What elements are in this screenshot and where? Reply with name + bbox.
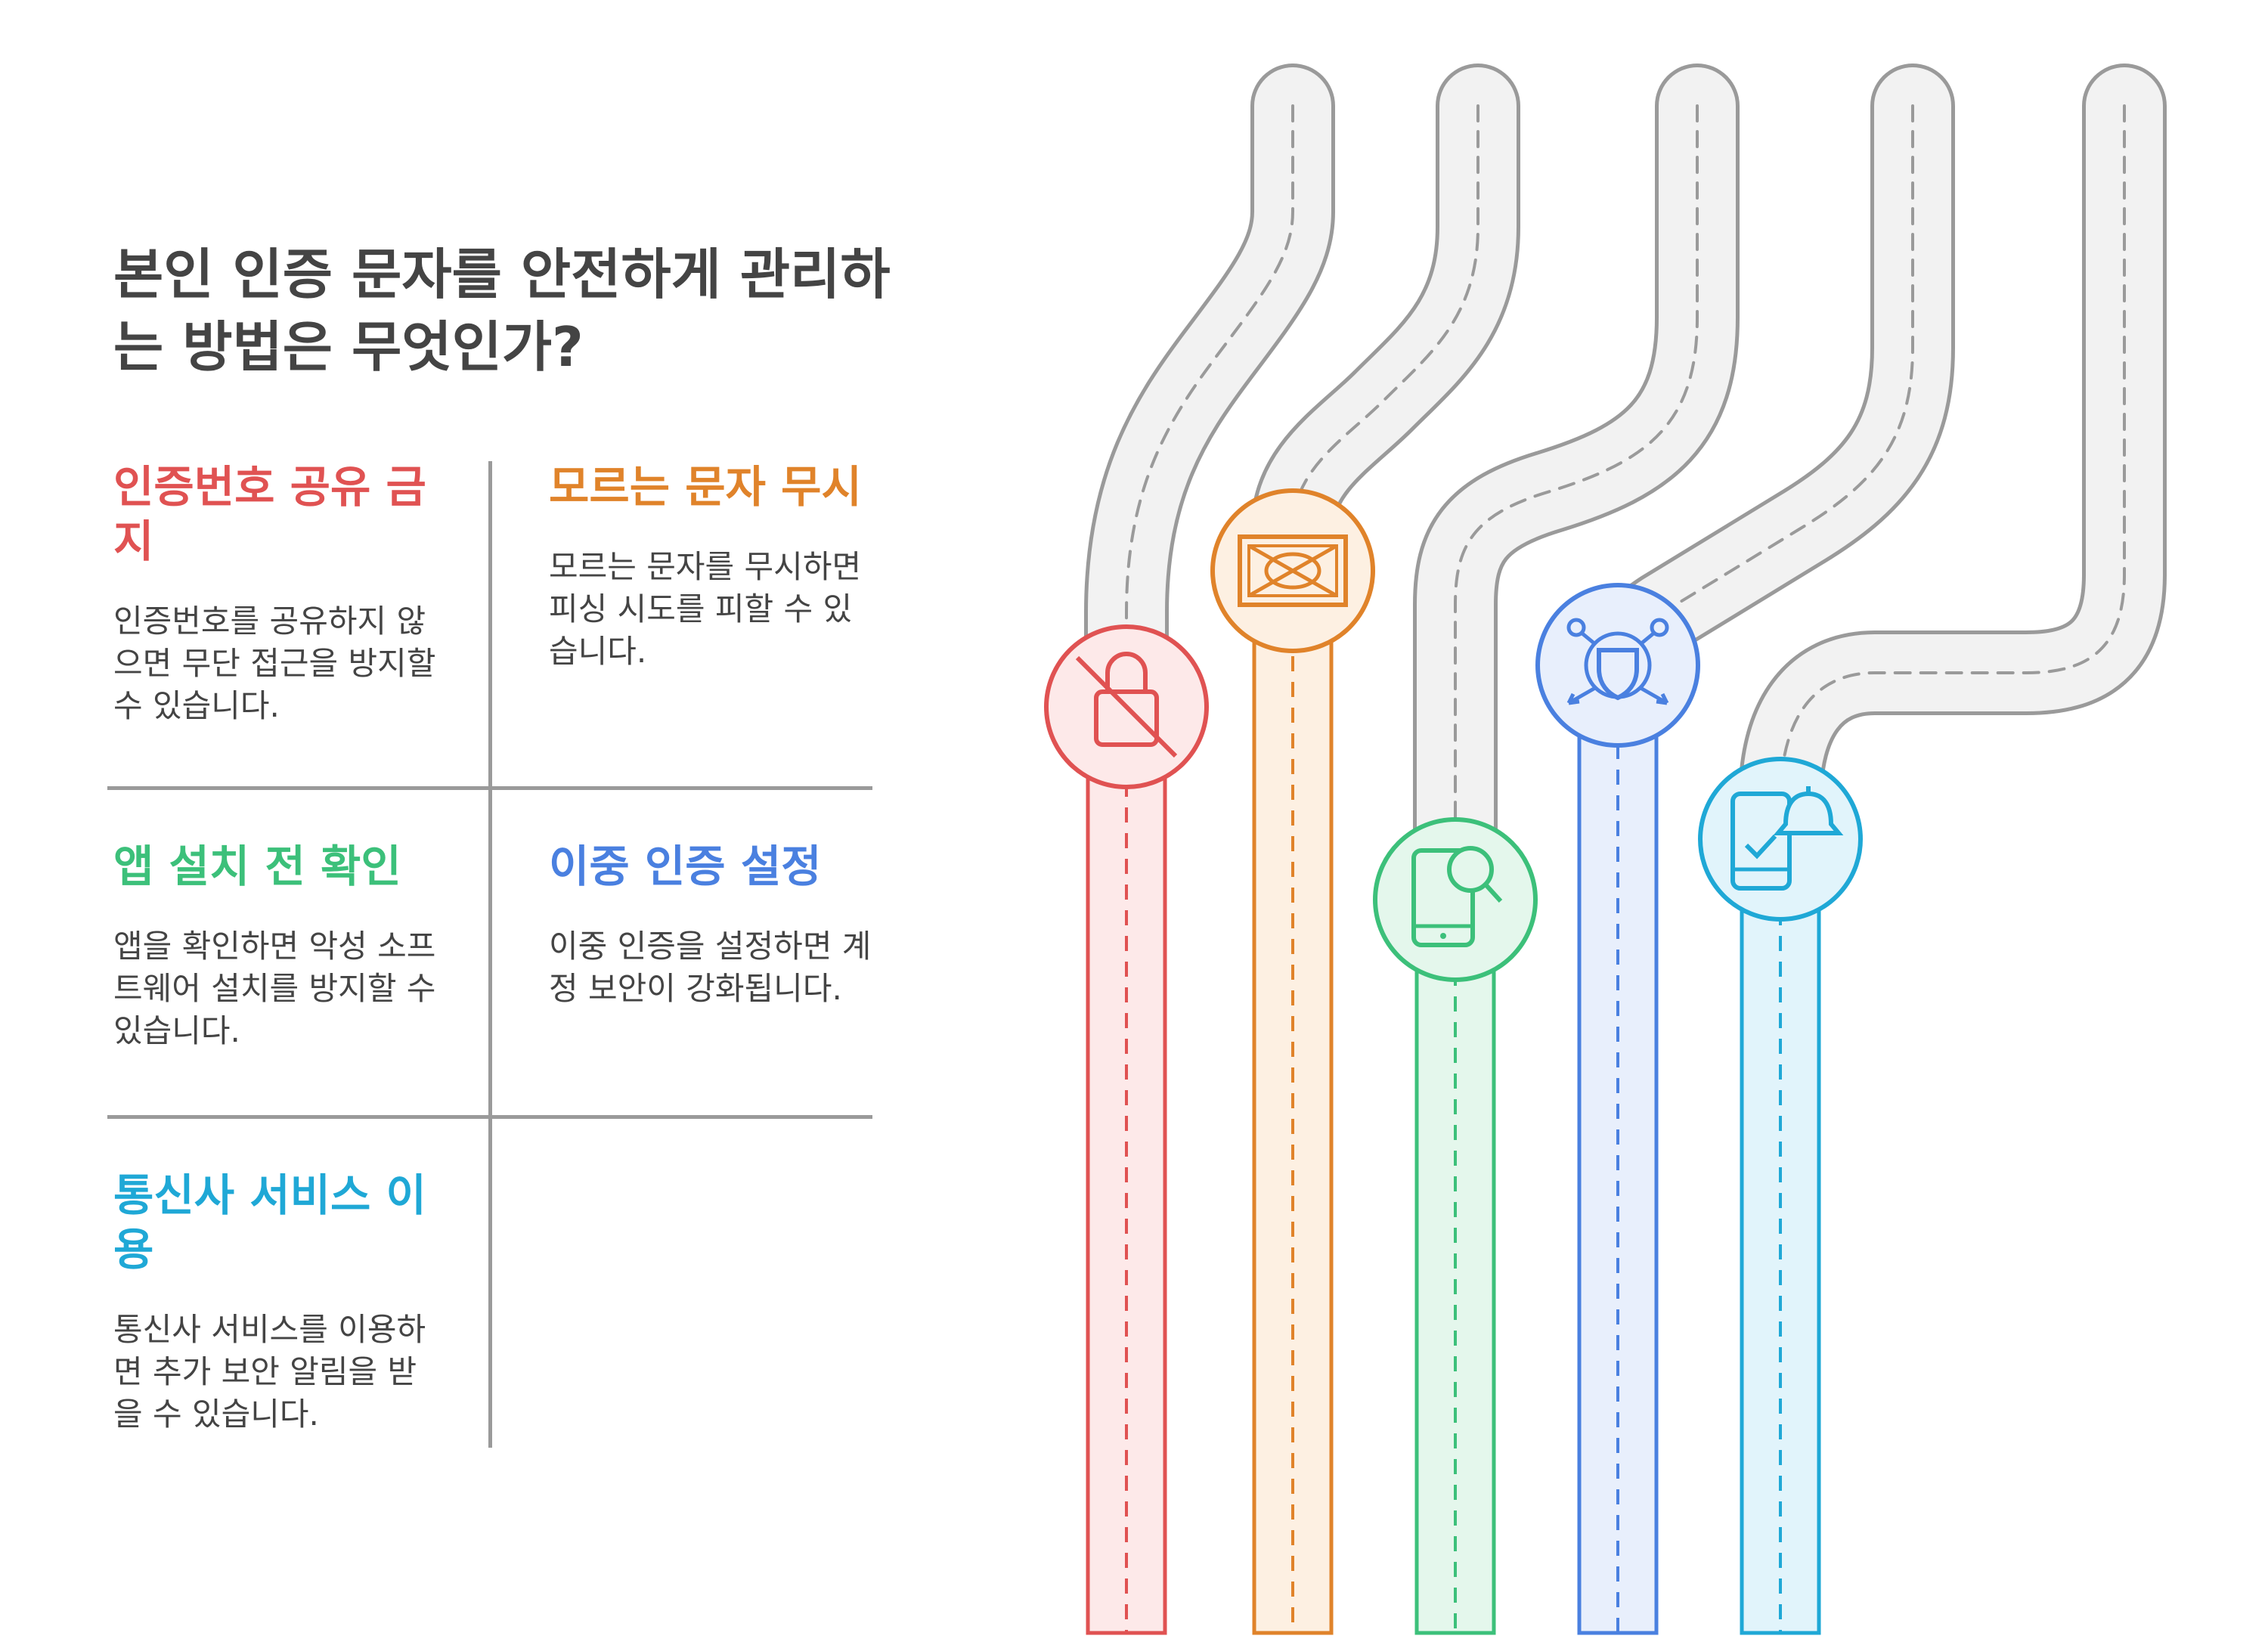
- lane-orange: [1252, 603, 1334, 1635]
- tip-text: 인증번호를 공유하지 않으면 무단 접근을 방지할 수 있습니다.: [113, 603, 436, 724]
- grid-divider-horizontal-2: [107, 1115, 872, 1119]
- grid-divider-vertical: [488, 461, 492, 1448]
- tip-heading: 앱 설치 전 확인: [113, 841, 401, 892]
- tip-heading: 통신사 서비스 이용: [113, 1170, 426, 1275]
- tip-card-ignore: 모르는 문자 무시 모르는 문자를 무시하면 피싱 시도를 피할 수 있습니다.: [549, 460, 874, 673]
- no-lock-icon: [1044, 624, 1209, 789]
- tip-card-carrier: 통신사 서비스 이용 통신사 서비스를 이용하면 추가 보안 알림을 받을 수 …: [113, 1168, 438, 1436]
- shield-network-icon: [1535, 583, 1700, 748]
- tip-heading: 이중 인증 설정: [549, 841, 822, 892]
- tip-card-app-check: 앱 설치 전 확인 앱을 확인하면 악성 소프트웨어 설치를 방지할 수 있습니…: [113, 839, 438, 1052]
- tip-card-2fa: 이중 인증 설정 이중 인증을 설정하면 계정 보안이 강화됩니다.: [549, 839, 874, 1010]
- tip-text: 이중 인증을 설정하면 계정 보안이 강화됩니다.: [549, 928, 872, 1007]
- lane-red: [1086, 754, 1167, 1635]
- tip-text: 모르는 문자를 무시하면 피싱 시도를 피할 수 있습니다.: [549, 548, 862, 670]
- tip-text: 앱을 확인하면 악성 소프트웨어 설치를 방지할 수 있습니다.: [113, 928, 436, 1049]
- phone-search-icon: [1373, 817, 1538, 982]
- tip-heading: 인증번호 공유 금지: [113, 461, 426, 567]
- lane-cyan: [1740, 882, 1821, 1635]
- tip-text: 통신사 서비스를 이용하면 추가 보안 알림을 받을 수 있습니다.: [113, 1311, 426, 1433]
- lane-green: [1414, 943, 1496, 1635]
- tip-heading: 모르는 문자 무시: [549, 461, 862, 513]
- lane-blue: [1577, 716, 1659, 1635]
- phone-bell-icon: [1698, 757, 1863, 922]
- envelope-x-icon: [1210, 488, 1375, 653]
- tip-card-share: 인증번호 공유 금지 인증번호를 공유하지 않으면 무단 접근을 방지할 수 있…: [113, 460, 438, 727]
- grid-divider-horizontal-1: [107, 786, 872, 790]
- page-title: 본인 인증 문자를 안전하게 관리하는 방법은 무엇인가?: [113, 243, 891, 379]
